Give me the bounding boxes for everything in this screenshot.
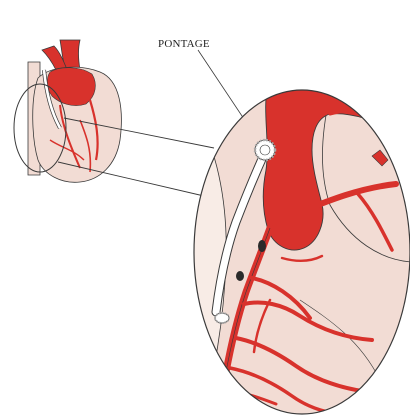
suture-bottom [215, 313, 229, 323]
small-heart [14, 40, 121, 182]
occlusion-2 [236, 271, 244, 281]
suture-top [255, 140, 275, 160]
zoomed-view [190, 83, 410, 416]
occlusion-1 [258, 240, 266, 252]
pontage-label: PONTAGE [158, 38, 210, 50]
